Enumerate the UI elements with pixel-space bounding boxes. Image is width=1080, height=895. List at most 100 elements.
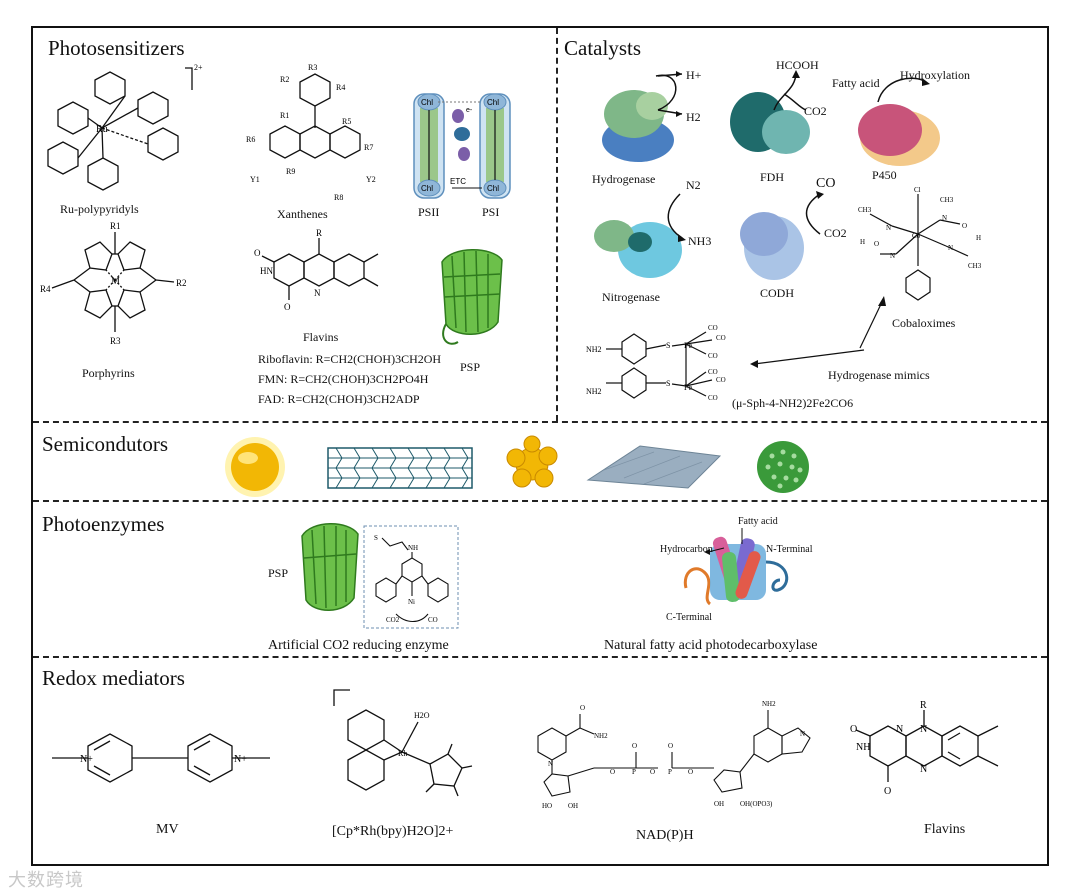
svg-text:R: R	[316, 228, 322, 238]
fad-formula: FAD: R=CH2(CHOH)3CH2ADP	[258, 392, 420, 406]
photoenzyme-psp-image	[301, 523, 359, 611]
flavin-structure: R O O HN N	[254, 228, 379, 312]
hydrogenase-protein-image	[602, 90, 674, 162]
svg-text:O: O	[884, 786, 891, 797]
svg-text:OH: OH	[568, 802, 578, 810]
hydrogenase-mimics-label: Hydrogenase mimics	[828, 368, 930, 382]
chl-psi-bottom: Chl	[487, 184, 499, 193]
hydrogenase-mimic-structure: NH2 NH2 S S Fe Fe CO CO CO CO CO CO	[586, 324, 726, 402]
co-label: CO	[816, 176, 836, 191]
svg-text:NH: NH	[856, 742, 870, 753]
svg-text:OH(OPO3): OH(OPO3)	[740, 800, 773, 808]
svg-text:Rh: Rh	[398, 749, 407, 758]
svg-text:Ni: Ni	[408, 598, 415, 606]
svg-text:OH: OH	[714, 800, 724, 808]
graphene-sheet-image	[586, 445, 722, 489]
nitrogenase-label: Nitrogenase	[602, 290, 660, 304]
hydrogenase-mimic-arrows	[750, 296, 886, 368]
svg-text:O: O	[668, 742, 673, 750]
cprh-structure: Rh H2O	[333, 689, 473, 797]
hydrocarbon-label: Hydrocarbon	[660, 544, 713, 555]
mv-label: MV	[156, 822, 179, 837]
svg-text:O: O	[284, 302, 291, 312]
porphyrin-label: Porphyrins	[82, 366, 135, 380]
artificial-enzyme-label: Artificial CO2 reducing enzyme	[268, 638, 449, 653]
svg-text:H: H	[860, 238, 865, 246]
svg-text:S: S	[666, 341, 670, 350]
psii-label: PSII	[418, 205, 440, 219]
svg-text:O: O	[632, 742, 637, 750]
svg-text:R: R	[920, 700, 927, 711]
svg-text:N: N	[800, 730, 805, 738]
svg-text:O: O	[650, 768, 655, 776]
hydrogenase-label: Hydrogenase	[592, 172, 656, 186]
svg-text:P: P	[668, 768, 672, 776]
xanthene-structure: R3 R2 R4 R1 R5 R6 R7 Y1 Y2 R9 R8	[246, 63, 376, 202]
svg-text:NH: NH	[408, 544, 418, 552]
psp-label: PSP	[460, 360, 481, 374]
svg-text:N: N	[886, 224, 891, 232]
carbon-nanotube-image	[327, 447, 473, 489]
svg-text:Cl: Cl	[914, 186, 921, 194]
svg-text:N: N	[942, 214, 947, 222]
flavin-label: Flavins	[303, 330, 339, 344]
section-title-semiconductors: Semicondutors	[42, 432, 168, 456]
fdh-arrow	[773, 70, 807, 111]
svg-text:N: N	[896, 724, 903, 735]
n-terminal-label: N-Terminal	[766, 544, 813, 555]
nh3-label: NH3	[688, 234, 712, 248]
svg-text:CO: CO	[708, 352, 718, 360]
svg-text:HN: HN	[260, 266, 273, 276]
svg-text:R9: R9	[286, 167, 295, 176]
codh-arrow	[805, 191, 824, 235]
c-terminal-label: C-Terminal	[666, 612, 712, 623]
svg-text:O: O	[962, 222, 967, 230]
porphyrin-r3: R3	[110, 336, 121, 346]
codh-co2-label: CO2	[824, 226, 847, 240]
svg-text:Y2: Y2	[366, 175, 376, 184]
gold-nanoparticle-image	[225, 437, 285, 497]
svg-text:R4: R4	[336, 83, 345, 92]
cobaloxime-structure: Cl Co N N N N O O H H CH3 CH3 CH3	[858, 186, 982, 301]
svg-text:R2: R2	[280, 75, 289, 84]
svg-text:CO: CO	[708, 394, 718, 402]
svg-text:HO: HO	[542, 802, 552, 810]
svg-text:Co: Co	[912, 232, 921, 240]
svg-text:R7: R7	[364, 143, 373, 152]
svg-text:O: O	[850, 724, 857, 735]
ru-polypyridyl-structure: Ru 2+	[47, 63, 203, 191]
hydrogenase-arrow	[655, 71, 683, 117]
porphyrin-metal: M	[111, 276, 120, 287]
p450-arrow	[877, 77, 930, 103]
green-nanosphere-image	[757, 441, 809, 493]
svg-text:Fe: Fe	[684, 383, 692, 392]
section-title-photoenzymes: Photoenzymes	[42, 512, 165, 536]
svg-text:Y1: Y1	[250, 175, 260, 184]
svg-text:CH3: CH3	[940, 196, 954, 204]
chl-psi-top: Chl	[487, 98, 499, 107]
svg-text:CH3: CH3	[858, 206, 872, 214]
redox-flavins-label: Flavins	[924, 822, 966, 837]
divider-redox	[33, 656, 1047, 658]
svg-text:CO: CO	[428, 616, 438, 624]
svg-text:R8: R8	[334, 193, 343, 202]
svg-text:N: N	[890, 252, 895, 260]
p450-label: P450	[872, 168, 897, 182]
section-title-photosensitizers: Photosensitizers	[48, 36, 185, 60]
chl-psii-bottom: Chl	[421, 184, 433, 193]
svg-text:NH2: NH2	[586, 345, 602, 354]
svg-text:CO: CO	[708, 368, 718, 376]
svg-text:R3: R3	[308, 63, 317, 72]
cobaloximes-label: Cobaloximes	[892, 316, 956, 330]
svg-text:O: O	[254, 248, 261, 258]
etc-label: ETC	[450, 177, 466, 186]
hydroxylation-label: Hydroxylation	[900, 68, 970, 82]
divider-photoenzymes	[33, 500, 1047, 502]
svg-text:S: S	[666, 379, 670, 388]
porphyrin-r4: R4	[40, 284, 51, 294]
p450-protein-image	[858, 104, 940, 166]
svg-text:R1: R1	[280, 111, 289, 120]
ru-polypyridyl-label: Ru-polypyridyls	[60, 202, 139, 216]
vertical-divider	[556, 28, 558, 421]
svg-text:N+: N+	[234, 754, 247, 765]
